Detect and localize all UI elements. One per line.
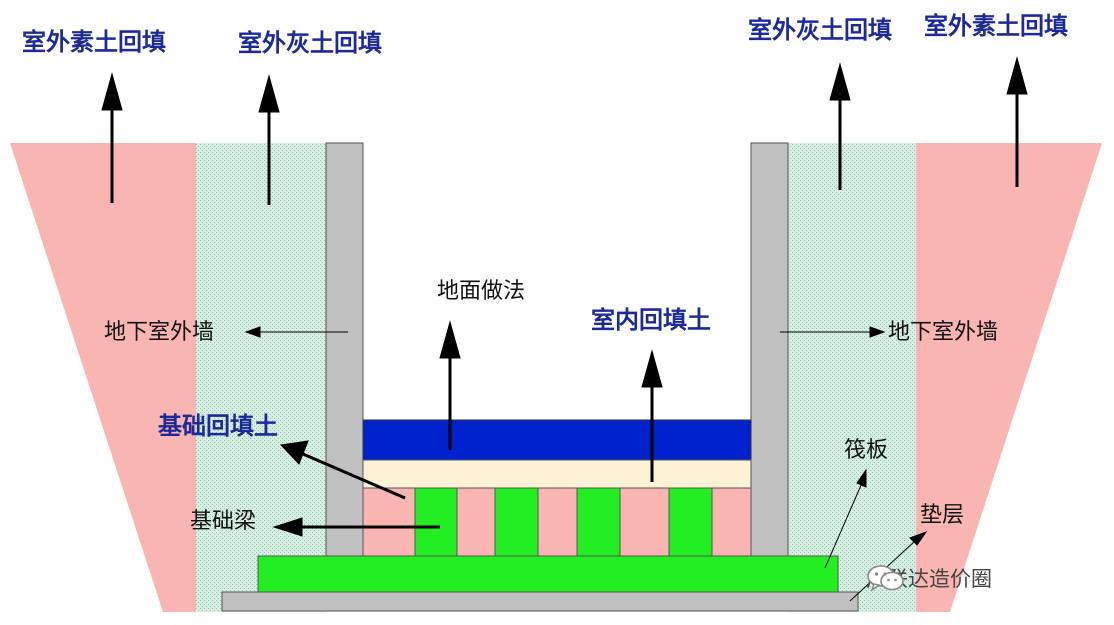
wechat-icon	[867, 565, 904, 592]
foundation-backfill-block	[711, 487, 752, 557]
label-basement-wall-right: 地下室外墙	[888, 320, 999, 345]
label-raft: 筏板	[844, 438, 889, 463]
arrow-head	[439, 320, 461, 359]
indoor-backfill-layer	[362, 459, 752, 489]
raft-slab	[257, 555, 839, 593]
arrow-head	[1006, 56, 1028, 95]
cushion-layer	[221, 591, 859, 612]
watermark: 广联达造价圈	[866, 563, 992, 593]
label-indoor-backfill: 室内回填土	[591, 305, 711, 334]
arrow-head	[272, 517, 303, 537]
foundation-backfill-block	[619, 487, 670, 557]
foundation-beam-block	[668, 487, 713, 557]
arrow-head	[244, 326, 261, 338]
outdoor-lime-fill-right-region	[788, 143, 916, 612]
outdoor-plain-fill-right-region	[916, 143, 1102, 612]
outdoor-plain-fill-left-region	[10, 143, 196, 612]
label-outdoor-plain-fill-right: 室外素土回填	[924, 11, 1068, 40]
arrow-head	[856, 468, 867, 488]
label-outdoor-plain-fill-left: 室外素土回填	[22, 27, 166, 56]
arrow-head	[641, 349, 663, 388]
foundation-beam-block	[576, 487, 621, 557]
arrow-head	[909, 530, 928, 546]
basement-wall-left	[325, 142, 364, 557]
foundation-beam-block	[414, 487, 458, 557]
arrow-head	[869, 326, 886, 338]
foundation-backfill-block	[362, 487, 416, 557]
foundation-beam-block	[494, 487, 539, 557]
arrow-head	[101, 72, 123, 111]
arrow-head	[258, 74, 280, 113]
label-foundation-beam: 基础梁	[190, 509, 257, 534]
arrow-foundation-backfill	[302, 452, 406, 500]
label-floor-finish: 地面做法	[437, 279, 526, 304]
floor-finish-layer	[362, 419, 752, 461]
outdoor-lime-fill-left-region	[196, 143, 326, 612]
foundation-backfill-block	[537, 487, 578, 557]
foundation-backfill-block	[456, 487, 496, 557]
label-foundation-backfill: 基础回填土	[158, 411, 278, 440]
arrow-head	[279, 440, 309, 465]
basement-wall-right	[750, 142, 789, 557]
label-outdoor-lime-fill-right: 室外灰土回填	[748, 15, 892, 44]
label-basement-wall-left: 地下室外墙	[104, 320, 215, 345]
label-outdoor-lime-fill-left: 室外灰土回填	[238, 28, 382, 57]
arrow-raft	[824, 482, 863, 569]
foundation-zone	[362, 487, 752, 557]
label-cushion: 垫层	[920, 503, 965, 528]
arrow-head	[829, 62, 851, 101]
